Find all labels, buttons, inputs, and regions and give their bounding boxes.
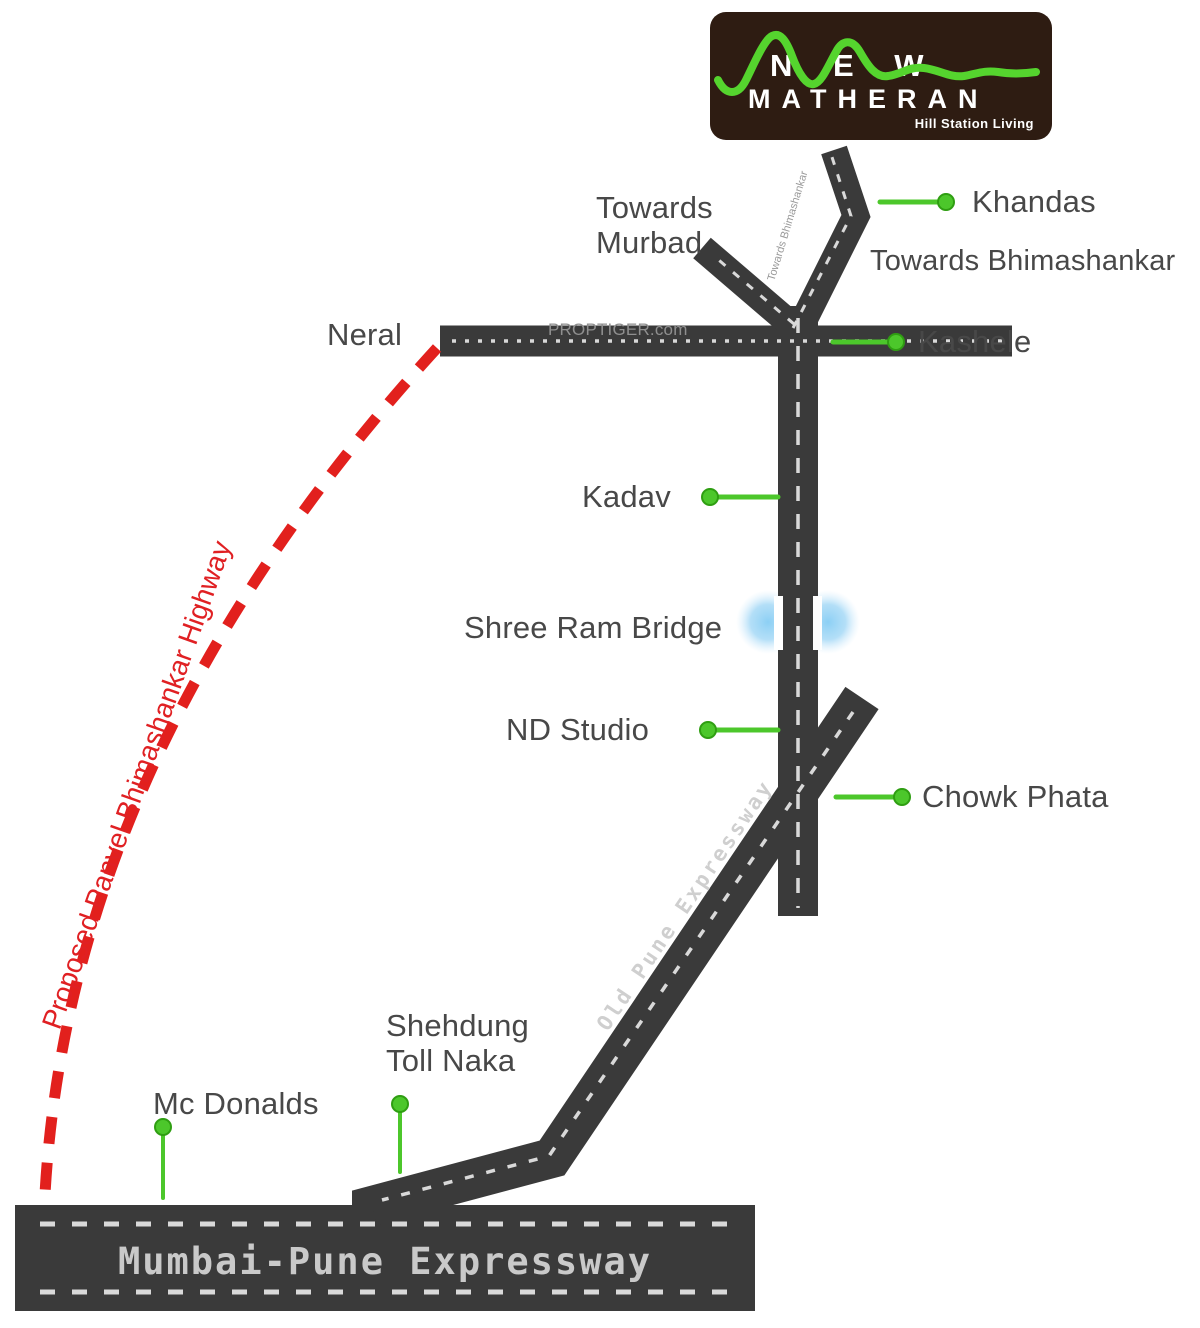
label-shree-ram-bridge: Shree Ram Bridge [464,610,723,645]
khandas-branch-road [783,145,871,343]
mcdonalds-marker-dot [154,1118,172,1136]
kashele-marker-dot [887,333,905,351]
label-khandas: Khandas [972,184,1096,219]
logo-tagline: Hill Station Living [914,116,1034,131]
label-towards-bhimashankar: Towards Bhimashankar [870,245,1176,277]
khandas-marker-dot [937,193,955,211]
kadav-marker-dot [701,488,719,506]
label-mc-donalds: Mc Donalds [153,1086,319,1121]
label-towards-murbad: Towards Murbad [596,190,713,261]
chowk-phata-marker-dot [893,788,911,806]
shehdung-marker-dot [391,1095,409,1113]
label-shehdung-toll-naka: Shehdung Toll Naka [386,1008,529,1079]
label-nd-studio: ND Studio [506,712,650,747]
label-kadav: Kadav [582,479,671,514]
label-neral: Neral [327,317,403,352]
logo-subtitle: MATHERAN [748,84,989,114]
location-marker-dots [154,193,955,1136]
label-mumbai-pune-expressway: Mumbai-Pune Expressway [117,1240,653,1283]
label-chowk-phata: Chowk Phata [922,779,1109,814]
old-pune-expressway-road [352,686,879,1226]
road-markings [40,153,1002,1295]
bridge-narrowing [774,596,822,650]
label-kashele: Kashele [918,324,1032,359]
new-matheran-logo: N E W MATHERAN Hill Station Living [712,14,1050,138]
location-markers [161,199,941,1200]
proposed-panvel-bhimashankar-highway [39,344,442,1195]
nd-studio-marker-dot [699,721,717,739]
logo-mountain-wave-icon [714,31,1040,96]
watermark: PROPTIGER.com [548,320,688,339]
